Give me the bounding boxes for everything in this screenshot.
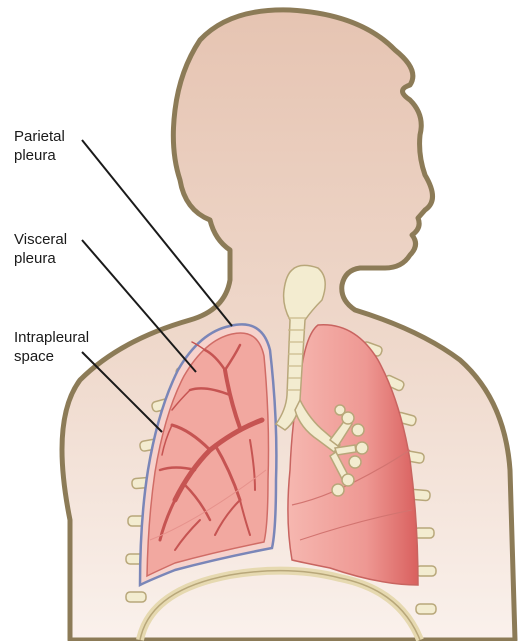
body-silhouette: [62, 10, 515, 640]
label-parietal-pleura: Parietal pleura: [14, 127, 65, 165]
label-visceral-pleura: Visceral pleura: [14, 230, 67, 268]
label-intrapleural-space: Intrapleural space: [14, 328, 89, 366]
